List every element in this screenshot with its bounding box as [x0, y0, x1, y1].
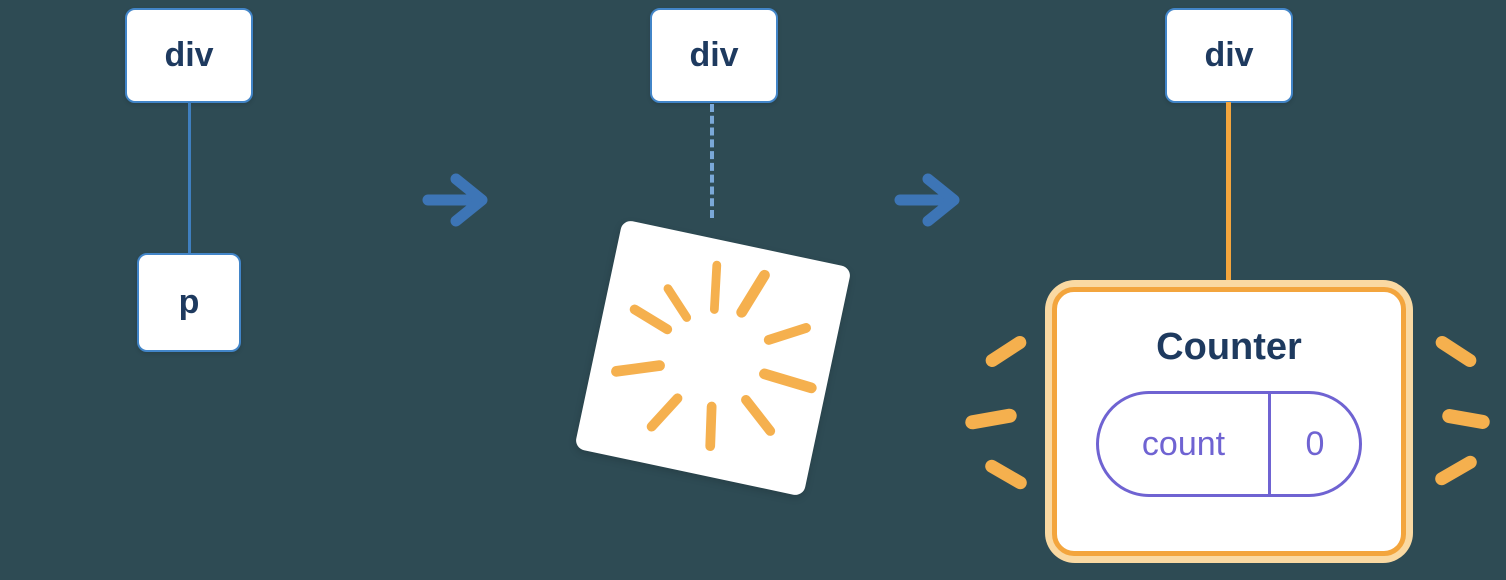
state-pill: count 0 — [1096, 391, 1362, 497]
edge-div-to-p — [188, 102, 191, 254]
counter-card-body: Counter count 0 — [1052, 287, 1406, 556]
spark-icon — [1433, 333, 1479, 370]
node-label: div — [164, 36, 214, 74]
state-divider — [1268, 394, 1271, 494]
stage1-child-node-p: p — [137, 253, 241, 352]
spark-icon — [1441, 407, 1491, 431]
component-title: Counter — [1156, 326, 1302, 368]
spark-icon — [1432, 453, 1480, 488]
node-label: div — [689, 36, 739, 74]
edge-div-to-counter — [1226, 102, 1231, 284]
arrow-right-icon — [894, 173, 960, 227]
spark-icon — [964, 407, 1018, 431]
state-key: count — [1141, 424, 1226, 463]
stage1-parent-node-div: div — [125, 8, 253, 103]
spark-icon — [982, 457, 1030, 492]
dashed-edge-removed-child — [710, 104, 714, 218]
spark-icon — [983, 333, 1029, 370]
arrow-right-icon — [422, 173, 488, 227]
stage3-parent-node-div: div — [1165, 8, 1293, 103]
destroy-burst-icon — [611, 260, 817, 451]
node-label: p — [178, 283, 200, 321]
unmounting-node-card — [574, 219, 852, 497]
state-value: 0 — [1305, 424, 1325, 463]
counter-component-card: Counter count 0 — [1045, 280, 1413, 563]
stage2-parent-node-div: div — [650, 8, 778, 103]
node-label: div — [1204, 36, 1254, 74]
